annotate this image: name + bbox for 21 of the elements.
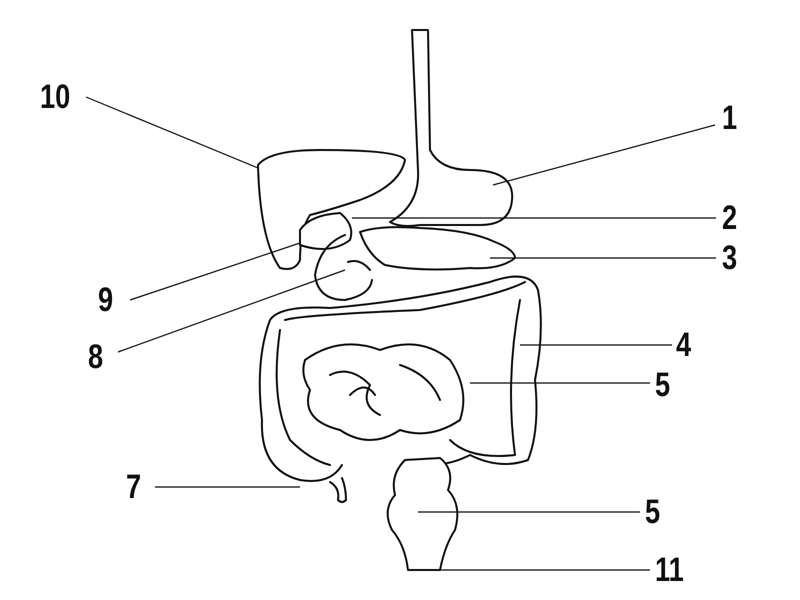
callout-number: 5 (645, 495, 660, 529)
leader-line (155, 486, 300, 488)
leader-line (470, 382, 650, 384)
callout-number: 10 (40, 80, 70, 114)
callout-number: 9 (98, 283, 114, 317)
callout-number: 8 (88, 340, 104, 374)
callout-number: 2 (722, 201, 738, 235)
leader-line (492, 124, 716, 186)
callout-number: 1 (722, 101, 738, 135)
leader-line (490, 257, 716, 259)
leader-line (130, 242, 300, 301)
callout-number: 4 (676, 328, 692, 362)
callout-number: 5 (655, 368, 670, 402)
callout-number: 3 (722, 241, 738, 275)
leader-line (118, 269, 346, 353)
leader-line (418, 511, 640, 513)
callout-number: 11 (655, 553, 684, 587)
callout-number: 7 (126, 470, 142, 504)
leader-line (520, 344, 672, 346)
leader-line (352, 217, 716, 219)
leader-line (86, 96, 258, 169)
